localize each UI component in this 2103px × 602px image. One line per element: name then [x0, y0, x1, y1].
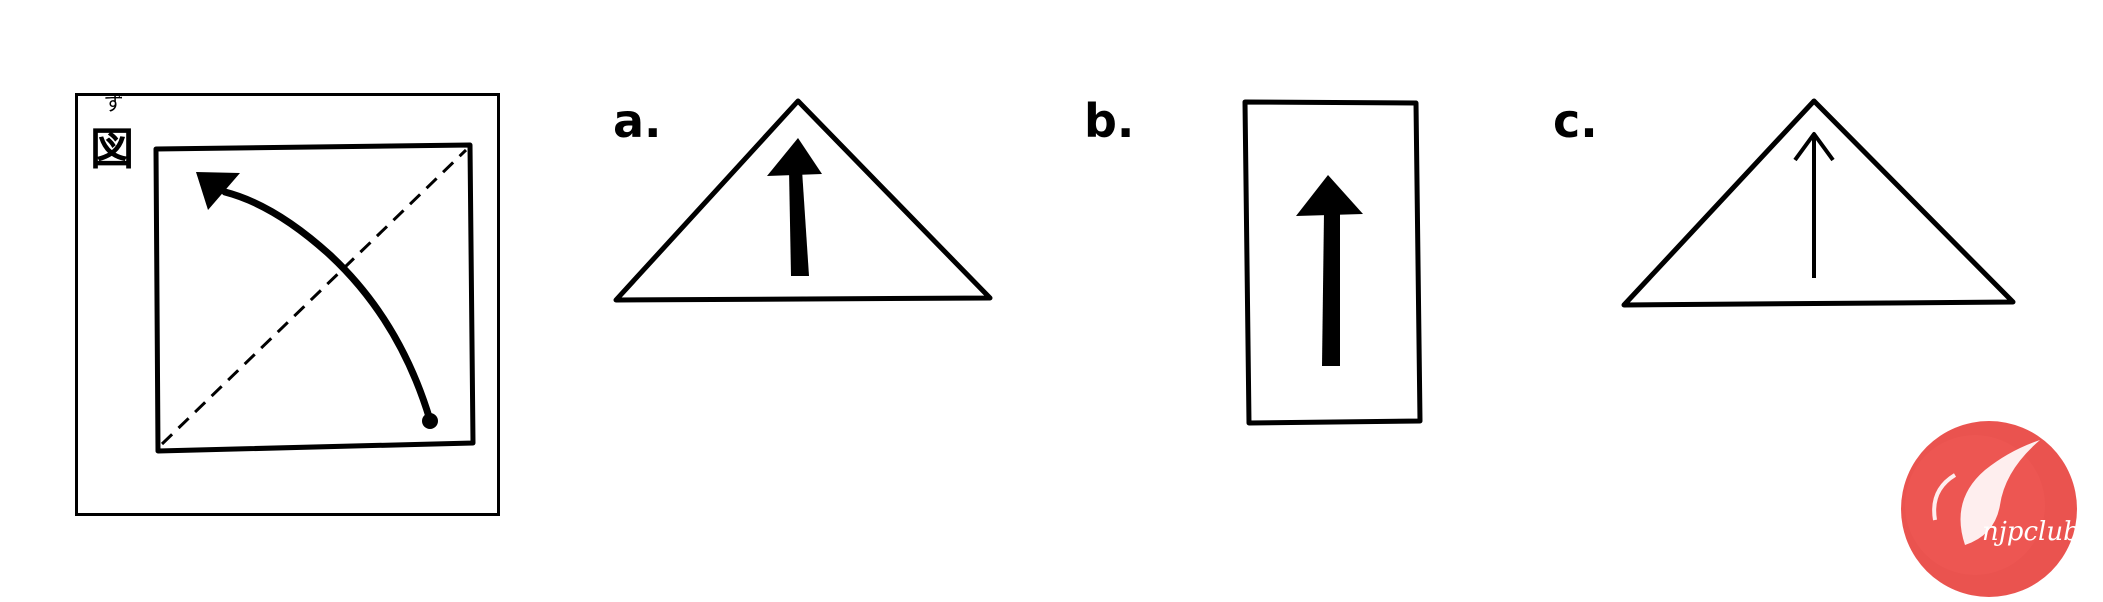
- option-b-rectangle: [1242, 99, 1423, 426]
- figure-kanji-label: 図: [90, 124, 134, 175]
- option-a-triangle: [613, 98, 993, 303]
- option-b-label: b.: [1084, 94, 1135, 148]
- figure-inner-square: [153, 142, 476, 454]
- option-a-label: a.: [613, 94, 662, 148]
- option-a-thick-arrow-head: [767, 138, 822, 176]
- option-c-label: c.: [1553, 94, 1598, 148]
- option-b-thick-arrow-shaft: [1322, 212, 1340, 366]
- reference-figure-panel: [75, 93, 500, 516]
- option-c-triangle: [1621, 98, 2016, 308]
- figure-curved-arrow-line: [221, 188, 434, 424]
- figure-curved-arrow-head: [196, 172, 240, 210]
- njpclub-watermark-logo: [1901, 421, 2077, 597]
- option-c-thin-arrow-head: [1793, 132, 1835, 162]
- option-a-thick-arrow-shaft: [789, 170, 809, 276]
- figure-furigana: ず: [104, 91, 124, 115]
- option-b-thick-arrow-head: [1296, 175, 1363, 216]
- watermark-text: njpclub: [1982, 517, 2080, 547]
- figure-dashed-diagonal: [160, 148, 468, 446]
- figure-start-dot: [422, 413, 438, 429]
